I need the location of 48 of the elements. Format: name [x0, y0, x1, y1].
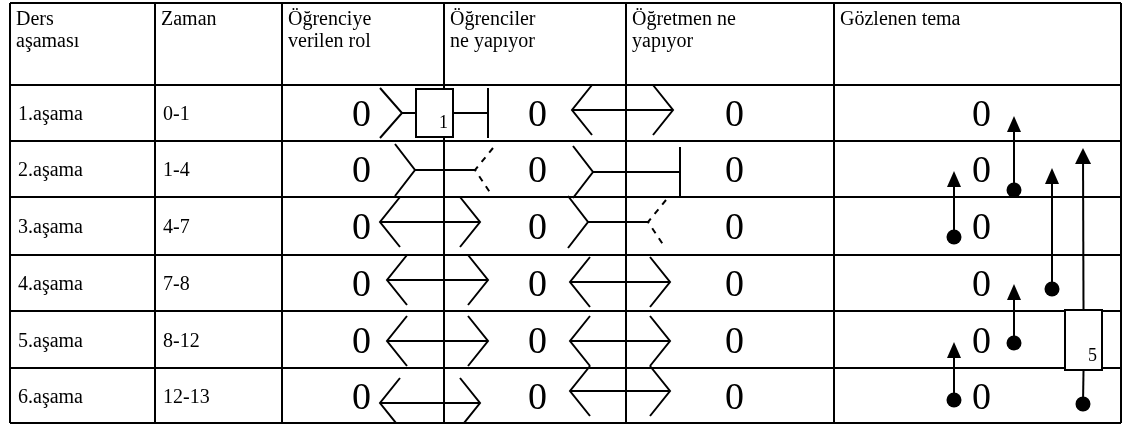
score-value: 0 — [972, 206, 991, 246]
score-value: 0 — [352, 263, 371, 303]
score-value: 0 — [352, 206, 371, 246]
score-value: 0 — [528, 149, 547, 189]
column-header: Ders aşaması — [16, 7, 81, 51]
score-value: 0 — [528, 375, 547, 416]
score-value: 0 — [725, 206, 744, 246]
time-range: 12-13 — [163, 384, 210, 407]
score-value: 0 — [972, 319, 991, 360]
time-range: 8-12 — [163, 328, 200, 351]
stage-label: 2.aşama — [18, 158, 83, 180]
score-value: 0 — [352, 93, 371, 133]
time-range: 4-7 — [163, 215, 190, 237]
stage-label: 6.aşama — [18, 384, 83, 407]
time-range: 1-4 — [163, 158, 190, 180]
column-header: Öğretmen ne yapıyor — [632, 7, 737, 51]
score-value: 0 — [528, 93, 547, 133]
score-value: 0 — [352, 319, 371, 360]
column-header: Öğrenciye verilen rol — [288, 7, 373, 51]
stage-label: 5.aşama — [18, 328, 83, 351]
score-value: 0 — [528, 319, 547, 360]
stage-label: 4.aşama — [18, 272, 83, 294]
score-value: 0 — [972, 263, 991, 303]
column-header: Zaman — [161, 7, 218, 29]
score-value: 0 — [972, 375, 991, 416]
connector — [1075, 148, 1092, 310]
score-value: 0 — [528, 206, 547, 246]
score-value: 0 — [725, 149, 744, 189]
score-value: 0 — [725, 319, 744, 360]
connector — [379, 87, 416, 139]
score-value: 0 — [972, 93, 991, 133]
score-value: 0 — [725, 263, 744, 303]
score-value: 0 — [725, 93, 744, 133]
column-header: Öğrenciler ne yapıyor — [450, 7, 537, 51]
numbered-box: 5 — [1064, 309, 1103, 371]
score-value: 0 — [352, 375, 371, 416]
connector — [1075, 370, 1091, 412]
stage-label: 3.aşama — [18, 215, 83, 237]
score-value: 0 — [972, 149, 991, 189]
column-header: Gözlenen tema — [840, 7, 962, 29]
score-value: 0 — [528, 263, 547, 303]
score-value: 0 — [725, 375, 744, 416]
connector — [453, 87, 489, 139]
time-range: 7-8 — [163, 272, 190, 294]
numbered-box: 1 — [415, 88, 454, 138]
score-value: 0 — [352, 149, 371, 189]
time-range: 0-1 — [163, 102, 190, 124]
stage-label: 1.aşama — [18, 102, 83, 124]
